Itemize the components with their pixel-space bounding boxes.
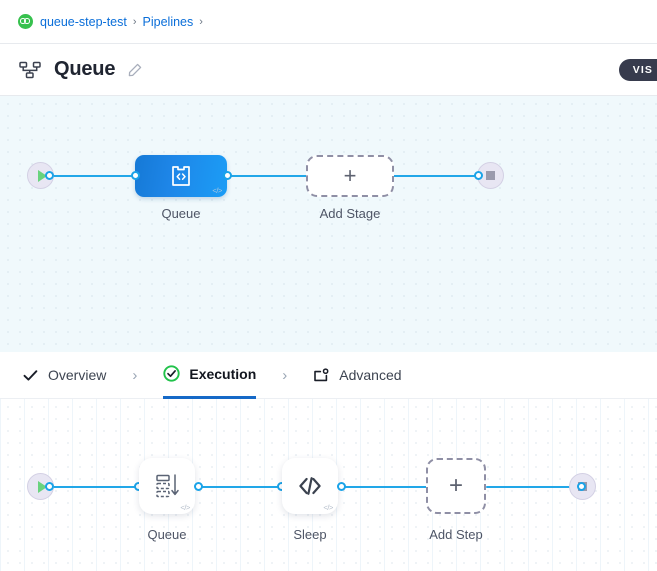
stage-node-queue-in-port[interactable] (131, 171, 140, 180)
step-node-queue-label: Queue (147, 527, 187, 542)
page-title: Queue (54, 58, 116, 80)
edge-addstep-to-end (486, 486, 578, 489)
edge-queue-to-addstage (224, 175, 309, 178)
tab-advanced[interactable]: Advanced (313, 352, 402, 399)
pencil-icon[interactable] (128, 63, 142, 77)
edge-start-to-queue-step (47, 486, 139, 489)
tab-overview[interactable]: Overview (22, 352, 106, 399)
step-graph-canvas[interactable]: </> Queue </> Sleep + Add Step (0, 399, 657, 571)
tab-execution[interactable]: Execution (163, 352, 257, 399)
step-node-queue-code-badge: </> (180, 502, 190, 512)
step-node-queue[interactable]: </> (139, 458, 195, 514)
edge-queue-to-sleep (195, 486, 285, 489)
tab-separator-2: › (282, 366, 288, 384)
add-stage-label: Add Stage (319, 206, 381, 221)
step-start-port[interactable] (45, 482, 54, 491)
stage-graph-canvas[interactable]: </> Queue + Add Stage (0, 96, 657, 352)
tab-advanced-label: Advanced (339, 367, 402, 383)
check-circle-icon (163, 365, 181, 382)
pipeline-hierarchy-icon (19, 61, 41, 79)
tab-execution-label: Execution (189, 365, 257, 382)
stage-start-node[interactable] (27, 162, 54, 189)
add-step-label: Add Step (429, 527, 483, 542)
tab-overview-label: Overview (48, 367, 107, 383)
code-block-icon (172, 166, 190, 186)
step-queue-out-port[interactable] (194, 482, 203, 491)
stage-start-port[interactable] (45, 171, 54, 180)
stage-end-port[interactable] (474, 171, 483, 180)
advanced-window-icon (313, 367, 330, 384)
tab-separator-1: › (132, 366, 138, 384)
edge-addstage-to-end (392, 175, 480, 178)
add-step-button[interactable]: + (426, 458, 486, 514)
plus-icon: + (448, 472, 463, 499)
queue-list-icon (156, 474, 179, 498)
project-circle-icon (18, 14, 33, 29)
step-node-sleep-code-badge: </> (323, 502, 333, 512)
code-icon (299, 477, 321, 495)
play-icon (37, 480, 47, 493)
stage-node-queue[interactable]: </> (135, 155, 227, 197)
breadcrumb-separator: › (132, 15, 137, 28)
breadcrumb: queue-step-test › Pipelines › (0, 0, 657, 44)
stage-node-queue-out-port[interactable] (223, 171, 232, 180)
step-node-sleep[interactable]: </> (282, 458, 338, 514)
edge-sleep-to-addstep (338, 486, 430, 489)
stop-icon (486, 171, 495, 180)
edge-start-to-queue (47, 175, 140, 178)
stage-node-queue-label: Queue (161, 206, 201, 221)
page-header: Queue VIS (0, 44, 657, 96)
add-stage-button[interactable]: + (306, 155, 394, 197)
breadcrumb-item-project[interactable]: queue-step-test (40, 14, 127, 29)
play-icon (37, 169, 47, 182)
stage-node-queue-code-badge: </> (212, 185, 222, 195)
breadcrumb-item-pipelines[interactable]: Pipelines (142, 14, 194, 29)
plus-icon: + (343, 163, 357, 188)
step-tabs: Overview › Execution › Advanced (0, 352, 657, 399)
visualize-button[interactable]: VIS (618, 59, 657, 81)
check-icon (22, 367, 39, 384)
breadcrumb-separator-trailing: › (199, 15, 203, 28)
step-sleep-out-port[interactable] (337, 482, 346, 491)
step-node-sleep-label: Sleep (293, 527, 327, 542)
step-end-port[interactable] (577, 482, 586, 491)
